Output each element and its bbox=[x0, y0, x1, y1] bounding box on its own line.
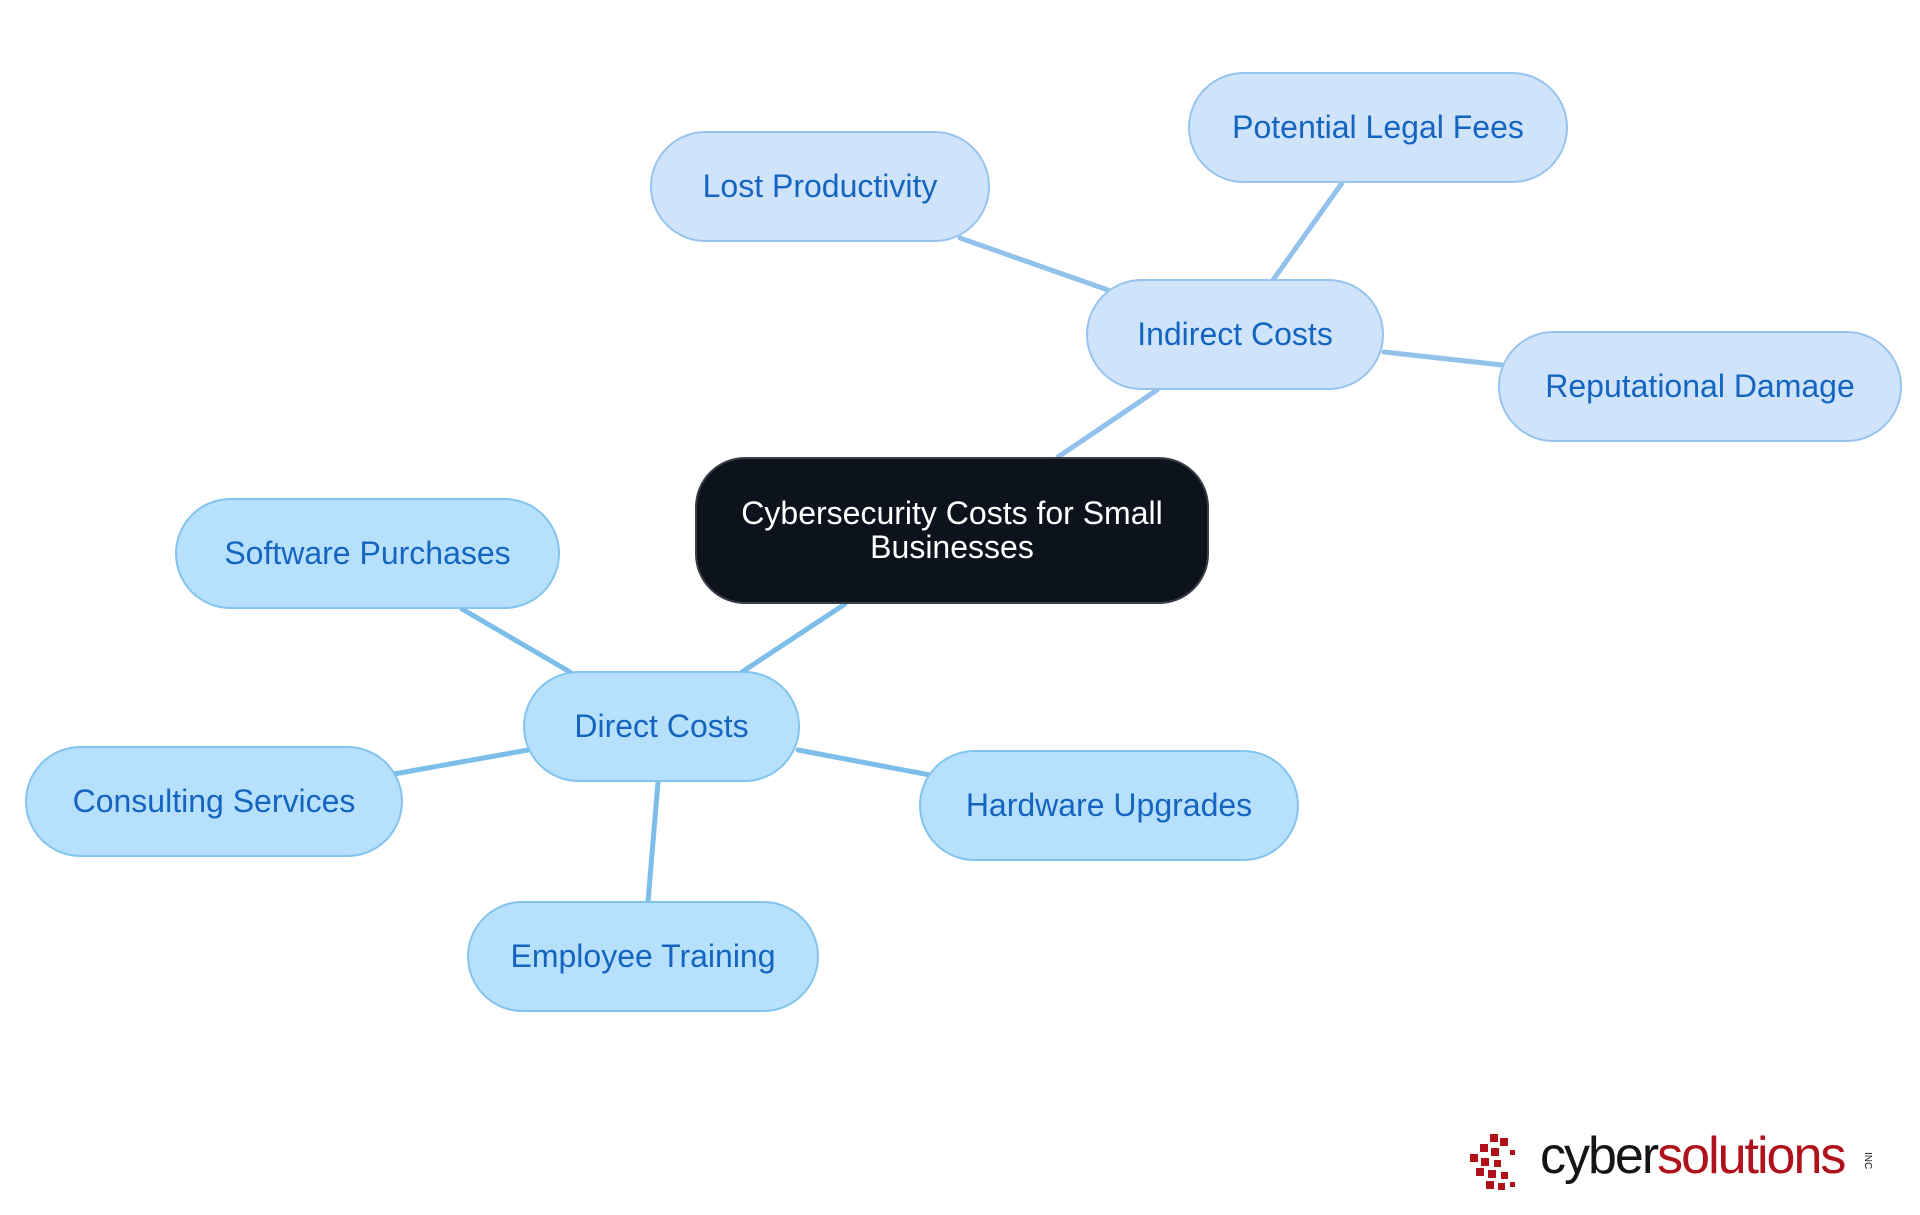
software-purchases-label: Software Purchases bbox=[224, 534, 511, 571]
potential-legal-fees-node: Potential Legal Fees bbox=[1188, 72, 1568, 183]
lost-productivity-label: Lost Productivity bbox=[702, 167, 938, 204]
employee-training-node: Employee Training bbox=[467, 901, 819, 1012]
root-node-label: Cybersecurity Costs for Small Businesses bbox=[741, 494, 1163, 565]
consulting-services-label: Consulting Services bbox=[72, 782, 356, 819]
edge-direct-software bbox=[459, 606, 573, 675]
root-node: Cybersecurity Costs for Small Businesses bbox=[695, 457, 1209, 604]
logo-mark-icon bbox=[1470, 1134, 1515, 1190]
edge-indirect-productivity bbox=[957, 235, 1111, 293]
cybersolutions-logo: cybersolutions INC bbox=[1470, 1127, 1873, 1198]
logo-cyber-text: cyber bbox=[1540, 1127, 1659, 1185]
edge-indirect-legal bbox=[1270, 180, 1345, 283]
hardware-upgrades-label: Hardware Upgrades bbox=[965, 786, 1253, 823]
consulting-services-node: Consulting Services bbox=[25, 746, 403, 857]
direct-costs-label: Direct Costs bbox=[574, 707, 749, 744]
hardware-upgrades-node: Hardware Upgrades bbox=[919, 750, 1299, 861]
lost-productivity-node: Lost Productivity bbox=[650, 131, 990, 242]
edge-root-indirect bbox=[1055, 387, 1160, 460]
edge-direct-consulting bbox=[391, 747, 531, 777]
reputational-damage-node: Reputational Damage bbox=[1498, 331, 1902, 442]
logo-wordmark: cybersolutions bbox=[1540, 1127, 1846, 1185]
edge-indirect-reputation bbox=[1381, 349, 1505, 368]
edge-root-direct bbox=[739, 601, 848, 675]
reputational-damage-label: Reputational Damage bbox=[1545, 367, 1855, 404]
indirect-costs-node: Indirect Costs bbox=[1086, 279, 1384, 390]
software-purchases-node: Software Purchases bbox=[175, 498, 560, 609]
edge-direct-training bbox=[645, 779, 661, 905]
logo-inc-text: INC bbox=[1862, 1152, 1873, 1170]
direct-costs-node: Direct Costs bbox=[523, 671, 800, 782]
logo-solutions-text: solutions bbox=[1657, 1127, 1846, 1185]
potential-legal-fees-label: Potential Legal Fees bbox=[1232, 108, 1524, 145]
employee-training-label: Employee Training bbox=[510, 937, 776, 974]
indirect-costs-label: Indirect Costs bbox=[1137, 315, 1333, 352]
edge-direct-hardware bbox=[795, 747, 933, 778]
